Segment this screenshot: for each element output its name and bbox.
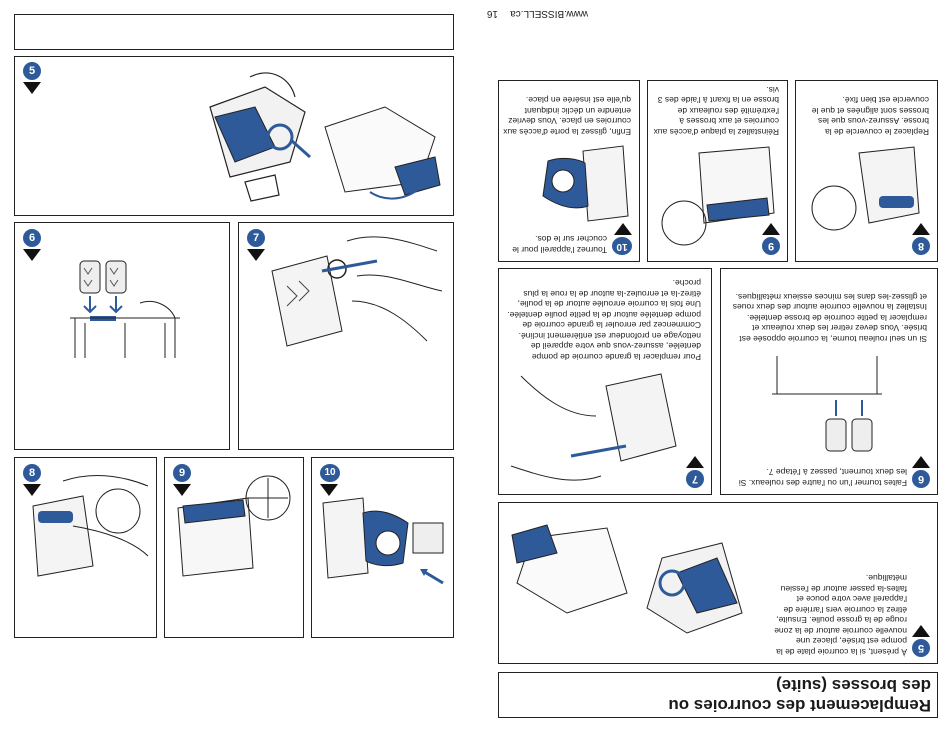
- right-step-7-panel: 7 Pour remplacer la grande courroie de p…: [498, 268, 712, 495]
- arrow-down-icon: [686, 456, 704, 468]
- step-5-illustration: [209, 72, 441, 202]
- step-8-illustration: [32, 475, 149, 577]
- step-7-panel: 7: [238, 222, 454, 450]
- right-step-10-illustration: [542, 145, 629, 222]
- step-5-number: 5: [23, 62, 41, 80]
- step-7-illustration: [271, 236, 443, 347]
- step-7-marker: 7: [245, 229, 273, 261]
- right-page-rotated: 16 www.BISSELL.ca Remplacement des courr…: [470, 0, 950, 731]
- step-6-illustration: [70, 260, 180, 358]
- step-9-illustration: [177, 475, 291, 577]
- step-10-marker: 10: [318, 464, 346, 496]
- right-step-7-text: Pour remplacer la grande courroie de pom…: [507, 278, 701, 363]
- right-step-10-number: 10: [612, 237, 632, 255]
- right-step-6-marker: 6: [904, 456, 932, 488]
- arrow-down-icon: [912, 456, 930, 468]
- arrow-down-icon: [173, 484, 191, 496]
- arrow-down-icon: [23, 82, 41, 94]
- right-step-9-illustration: [661, 146, 775, 246]
- step-6-marker: 6: [21, 229, 49, 261]
- right-step-6-number: 6: [912, 470, 930, 488]
- header-box: [14, 14, 454, 50]
- right-step-9-text: Réinstallez la plaque d'accès aux courro…: [653, 85, 779, 137]
- step-9-number: 9: [173, 464, 191, 482]
- title-box: Remplacement des courroies ou des brosse…: [498, 672, 938, 718]
- right-step-10-text-a: Tournez l'appareil pour le coucher sur l…: [512, 234, 607, 256]
- step-9-marker: 9: [171, 464, 199, 496]
- step-6-number: 6: [23, 229, 41, 247]
- right-step-6-text-a: Faites tourner l'un ou l'autre des roule…: [738, 467, 907, 489]
- step-9-panel: 9: [164, 457, 304, 638]
- section-title-line1: Remplacement des courroies ou: [668, 696, 931, 715]
- right-step-7-illustration: [510, 373, 677, 481]
- step-10-panel: 10: [311, 457, 454, 638]
- arrow-down-icon: [320, 484, 338, 496]
- right-step-5-illustration: [511, 524, 743, 634]
- arrow-down-icon: [23, 484, 41, 496]
- right-step-7-marker: 7: [678, 456, 706, 488]
- right-step-8-illustration: [811, 146, 920, 231]
- right-step-7-number: 7: [686, 470, 704, 488]
- step-8-number: 8: [23, 464, 41, 482]
- step-10-number: 10: [320, 464, 340, 482]
- step-7-number: 7: [247, 229, 265, 247]
- right-step-6-panel: 6 Faites tourner l'un ou l'autre des rou…: [720, 268, 938, 495]
- right-step-10-text-b: Enfin, glissez la porte d'accès aux cour…: [503, 95, 631, 138]
- step-5-marker: 5: [21, 62, 49, 94]
- arrow-down-icon: [912, 625, 930, 637]
- arrow-down-icon: [23, 249, 41, 261]
- right-step-10-panel: 10 Tournez l'appareil pour le coucher su…: [498, 80, 640, 262]
- right-step-8-panel: 8 Replacez le couvercle de la brosse. As…: [795, 80, 938, 262]
- page-number: 16: [486, 8, 498, 19]
- arrow-down-icon: [247, 249, 265, 261]
- right-step-5-marker: 5: [904, 625, 932, 657]
- section-title-line2: des brosses (suite): [776, 676, 931, 695]
- website: www.BISSELL.ca: [510, 8, 588, 19]
- right-step-6-illustration: [772, 356, 882, 452]
- right-step-6-text-b: Si un seul rouleau tourne, la courroie o…: [732, 292, 927, 344]
- right-step-5-number: 5: [912, 639, 930, 657]
- step-8-marker: 8: [21, 464, 49, 496]
- step-10-illustration: [322, 497, 444, 585]
- step-8-panel: 8: [14, 457, 157, 638]
- step-6-panel: 6: [14, 222, 230, 450]
- step-5-panel: 5: [14, 56, 454, 216]
- right-step-8-text: Replacez le couvercle de la brosse. Assu…: [811, 95, 929, 138]
- right-step-5-text: À présent, si la courroie plate de la po…: [774, 573, 907, 658]
- right-step-9-panel: 9 Réinstallez la plaque d'accès aux cour…: [647, 80, 788, 262]
- right-step-5-panel: 5 À présent, si la courroie plate de la …: [498, 502, 938, 664]
